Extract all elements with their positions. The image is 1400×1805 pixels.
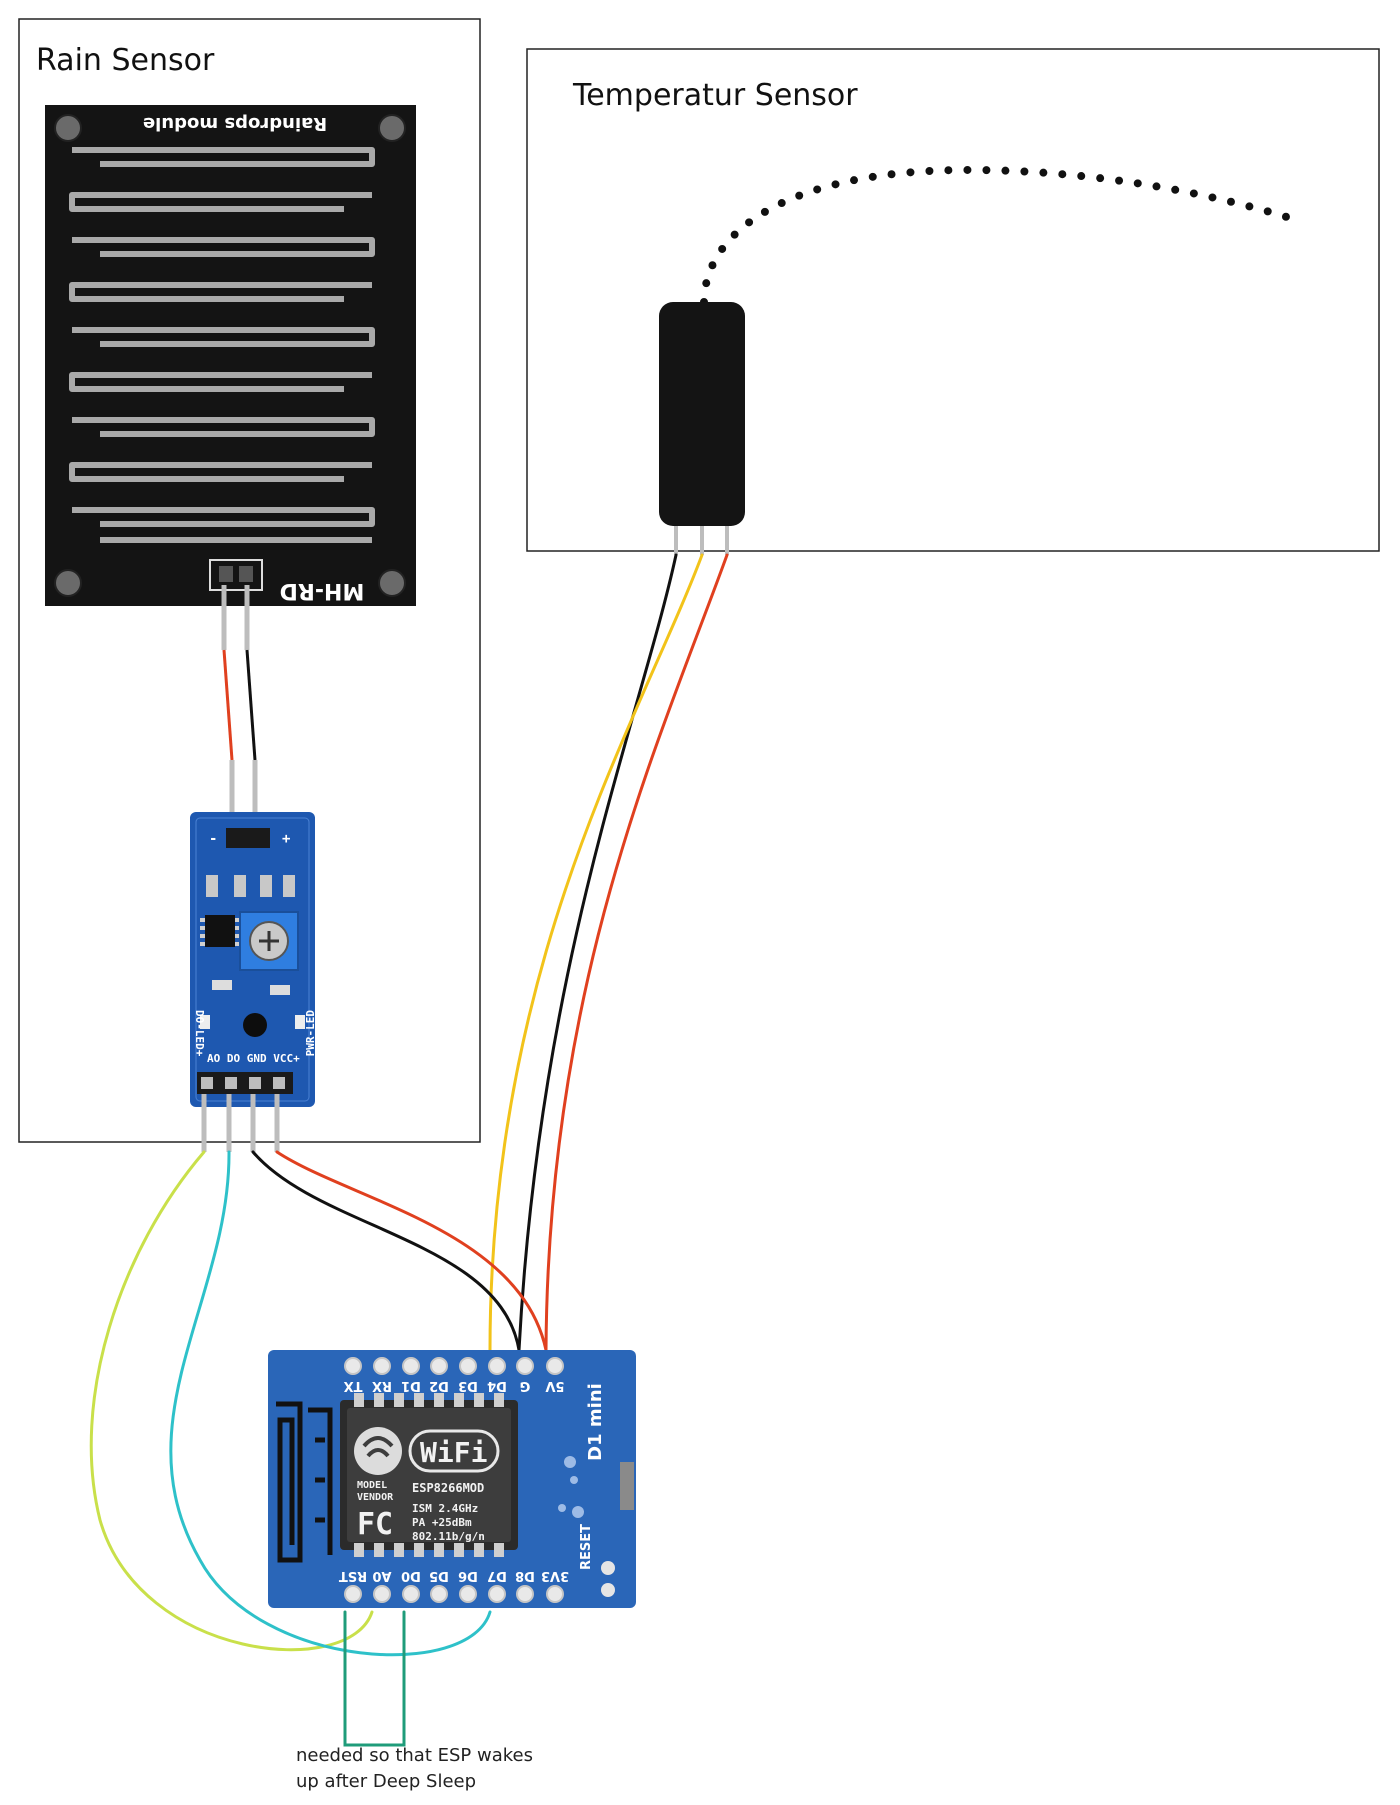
module-gnd-wire [251,1150,521,1352]
top-pin-label-d2: D2 [429,1378,449,1393]
top-pin-label-d1: D1 [401,1378,421,1393]
temperature-sensor-box [526,48,1380,552]
top-pin-label-d3: D3 [458,1378,478,1393]
comparator-module: - + DO-LED+ PWR-LED AO DO GND VCC+ [190,812,317,1152]
wifi-logo-text: WiFi [420,1436,487,1469]
reset-label: RESET [579,1524,594,1570]
plate-label-bottom: MH-RD [280,578,365,603]
module-line-3: PA +25dBm [412,1516,472,1529]
bottom-header-pin-d8 [516,1585,534,1603]
bottom-pin-label-a0: A0 [372,1568,391,1583]
plate-label-top: Raindrops module [143,113,327,134]
module-pin-minus: - [209,831,217,847]
bottom-pin-label-3v3: 3V3 [541,1568,569,1583]
temperature-probe [659,302,745,526]
usb-port [620,1462,634,1510]
top-pin-label-g: G [520,1378,531,1393]
bottom-header-pin-d0 [402,1585,420,1603]
wires [89,553,729,1747]
module-pin-labels: AO DO GND VCC+ [207,1052,300,1065]
pcb-antenna [276,1401,333,1563]
rain-sensor-box [18,18,481,1143]
fc-mark: FC [357,1507,393,1542]
module-pin-plus: + [282,831,290,847]
d1-mini-board: WiFi MODEL VENDOR FC ESP8266MOD ISM 2.4G… [268,1350,636,1608]
module-line-4: 802.11b/g/n [412,1530,485,1543]
bottom-header-pin-d6 [459,1585,477,1603]
plate-to-module-wires [221,585,258,820]
bottom-pin-label-d5: D5 [429,1568,449,1583]
top-pin-label-tx: TX [344,1378,363,1393]
note-line-2: up after Deep Sleep [296,1771,476,1792]
rain-plate: Raindrops module MH-RD [45,105,416,606]
top-header-pin-d1 [402,1357,420,1375]
module-vcc-wire [275,1150,548,1352]
note-line-1: needed so that ESP wakes [296,1745,533,1766]
module-mount-hole [243,1013,267,1037]
top-header-pin-g [516,1357,534,1375]
module-do-wire [169,1150,492,1657]
temperature-sensor-title: Temperatur Sensor [572,78,858,113]
vendor-label: VENDOR [357,1492,394,1503]
temp-red-wire [544,553,729,1352]
top-pin-label-d4: D4 [487,1378,507,1393]
module-ao-wire [89,1150,374,1652]
temp-black-wire [517,553,678,1352]
top-header-pin-tx [344,1357,362,1375]
top-pin-label-rx: RX [372,1378,392,1393]
top-header-pin-d4 [488,1357,506,1375]
top-pin-label-5v: 5V [545,1378,564,1393]
do-led-label: DO-LED+ [193,1010,206,1057]
temp-yellow-wire [488,553,704,1352]
temperature-probe-cable [700,165,1294,306]
module-line-1: ESP8266MOD [412,1481,484,1495]
wifi-logo [408,1429,500,1473]
top-header-pin-rx [373,1357,391,1375]
model-label: MODEL [357,1480,387,1491]
top-header-pin-d2 [430,1357,448,1375]
top-header-pin-d3 [459,1357,477,1375]
bottom-header-pin-rst [344,1585,362,1603]
bottom-header-pin-d5 [430,1585,448,1603]
reset-button [601,1561,615,1597]
probe-leads [674,526,729,555]
pwr-led-label: PWR-LED [304,1010,317,1057]
bottom-pin-label-d0: D0 [401,1568,421,1583]
bottom-header-pin-d7 [488,1585,506,1603]
bottom-pin-label-d6: D6 [458,1568,478,1583]
bottom-header-pin-3v3 [546,1585,564,1603]
interdigitated-traces [69,147,375,543]
bottom-header-pin-a0 [373,1585,391,1603]
bottom-pin-label-rst: RST [339,1568,367,1583]
bottom-pin-label-d7: D7 [487,1568,507,1583]
deep-sleep-bridge-wire [343,1610,406,1747]
module-line-2: ISM 2.4GHz [412,1502,478,1515]
bottom-pin-label-d8: D8 [515,1568,535,1583]
board-name: D1 mini [585,1383,606,1461]
top-header-pin-5v [546,1357,564,1375]
rain-sensor-title: Rain Sensor [36,43,215,78]
